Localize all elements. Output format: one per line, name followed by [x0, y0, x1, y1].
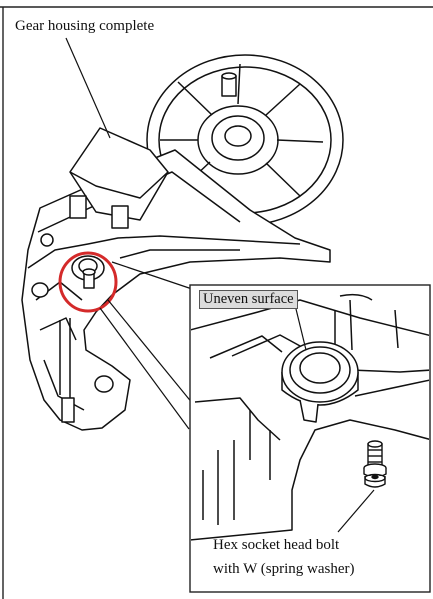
bolt-icon [363, 440, 387, 488]
highlight-circle [58, 251, 118, 313]
label-gear-housing: Gear housing complete [15, 18, 155, 34]
label-uneven-surface: Uneven surface [199, 290, 298, 309]
gear-housing-leader [65, 37, 111, 139]
uneven-leader [295, 308, 307, 351]
page-frame [0, 6, 433, 599]
label-bolt-line1: Hex socket head bolt [213, 537, 340, 553]
zoom-connector-lines [99, 261, 196, 430]
gear-housing-drawing [21, 54, 344, 431]
bolt-leader [337, 489, 375, 533]
label-bolt-line2: with W (spring washer) [213, 561, 355, 577]
inset-detail [189, 284, 431, 593]
